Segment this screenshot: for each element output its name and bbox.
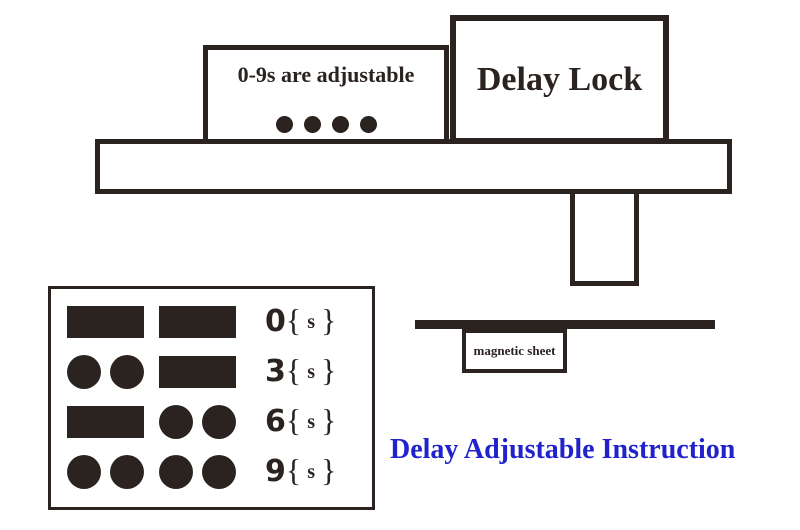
rect-shape-icon (159, 306, 236, 338)
legend-value: 6{s} (265, 402, 337, 439)
instruction-title: Delay Adjustable Instruction (390, 434, 736, 465)
dot-shape-icon (110, 355, 144, 389)
rect-shape-icon (67, 406, 144, 438)
dot-shape-icon (67, 355, 101, 389)
lock-body-bar (95, 139, 732, 194)
brace-close: } (321, 302, 337, 338)
legend-value: 3{s} (265, 352, 337, 389)
legend-unit: s (307, 411, 316, 433)
magnetic-sheet-line (415, 320, 715, 329)
dot-pair-icon (67, 455, 144, 489)
legend-row: 0{s} (67, 301, 372, 343)
legend-row: 6{s} (67, 401, 372, 443)
legend-value: 0{s} (265, 302, 337, 339)
lock-bolt-box (570, 189, 639, 286)
brace-open: { (285, 352, 302, 388)
legend-rows: 0{s}3{s}6{s}9{s} (67, 301, 372, 493)
legend-unit: s (307, 311, 316, 333)
dot-shape-icon (202, 455, 236, 489)
legend-row: 9{s} (67, 451, 372, 493)
brace-close: } (321, 402, 337, 438)
dot-pair-icon (67, 355, 144, 389)
dot-shape-icon (159, 455, 193, 489)
dot-shape-icon (110, 455, 144, 489)
legend-value: 9{s} (265, 452, 337, 489)
rect-shape-icon (159, 356, 236, 388)
adjustment-dot-icon (275, 116, 293, 133)
legend-digit: 0 (265, 304, 286, 339)
magnetic-sheet-label: magnetic sheet (473, 343, 556, 358)
adjustment-dot-icon (331, 116, 349, 133)
brace-close: } (321, 352, 337, 388)
adjustable-range-box: 0-9s are adjustable (203, 45, 449, 144)
adjustment-dots (275, 116, 377, 133)
dial-shapes (67, 306, 239, 338)
legend-digit: 6 (265, 404, 286, 439)
dot-pair-icon (159, 455, 236, 489)
adjustment-dot-icon (359, 116, 377, 133)
legend-digit: 9 (265, 454, 286, 489)
brace-open: { (285, 452, 302, 488)
dot-shape-icon (67, 455, 101, 489)
delay-lock-label: Delay Lock (476, 60, 643, 98)
legend-row: 3{s} (67, 351, 372, 393)
dial-shapes (67, 455, 239, 489)
adjustable-range-label: 0-9s are adjustable (237, 62, 415, 87)
rect-shape-icon (67, 306, 144, 338)
brace-open: { (285, 302, 302, 338)
dot-shape-icon (159, 405, 193, 439)
brace-open: { (285, 402, 302, 438)
adjustment-dot-icon (303, 116, 321, 133)
delay-lock-box: Delay Lock (450, 15, 669, 144)
magnetic-sheet-box: magnetic sheet (462, 329, 567, 373)
dial-shapes (67, 405, 239, 439)
brace-close: } (321, 452, 337, 488)
legend-digit: 3 (265, 354, 286, 389)
legend-unit: s (307, 361, 316, 383)
dot-pair-icon (159, 405, 236, 439)
delay-legend-box: 0{s}3{s}6{s}9{s} (48, 286, 375, 510)
dial-shapes (67, 355, 239, 389)
dot-shape-icon (202, 405, 236, 439)
legend-unit: s (307, 461, 316, 483)
